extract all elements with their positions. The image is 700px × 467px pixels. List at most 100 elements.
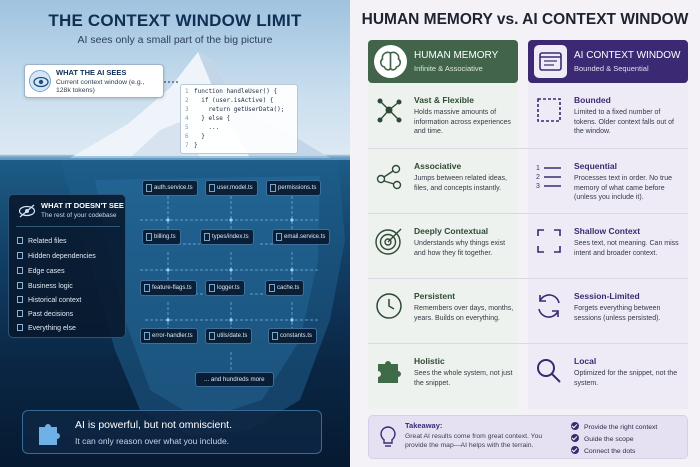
- ai-header-subtitle: Bounded & Sequential: [574, 64, 649, 73]
- human-cell: Vast & Flexible Holds massive amounts of…: [368, 83, 518, 148]
- associative-links-icon: [376, 164, 402, 190]
- what-it-doesnt-see-box: WHAT IT DOESN'T SEE The rest of your cod…: [8, 194, 126, 338]
- takeaway-check: Provide the right context: [571, 422, 657, 431]
- refresh-icon: [538, 294, 560, 318]
- takeaway-desc: Great AI results come from great context…: [405, 433, 543, 449]
- file-node: auth.service.ts: [142, 180, 198, 196]
- human-trait-title: Deeply Contextual: [414, 226, 489, 236]
- takeaway-box: Takeaway: Great AI results come from gre…: [368, 415, 688, 459]
- comparison-panel: HUMAN MEMORY vs. AI CONTEXT WINDOW HUMAN…: [350, 0, 700, 467]
- human-trait-desc: Remembers over days, months, years. Buil…: [414, 305, 514, 322]
- ai-trait-title: Session-Limited: [574, 291, 640, 301]
- omniscience-callout: AI is powerful, but not omniscient. It c…: [22, 410, 322, 454]
- list-item: Edge cases: [17, 267, 65, 277]
- puzzle-icon: [378, 361, 401, 383]
- ai-trait-desc: Limited to a fixed number of tokens. Old…: [574, 109, 674, 135]
- human-cell: Deeply Contextual Understands why things…: [368, 214, 518, 279]
- file-icon: [17, 296, 23, 303]
- comparison-row: Persistent Remembers over days, months, …: [368, 278, 688, 344]
- file-icon: [17, 324, 23, 331]
- svg-text:2: 2: [536, 174, 540, 181]
- doesnt-see-title: WHAT IT DOESN'T SEE: [41, 201, 124, 210]
- target-icon: [375, 228, 402, 255]
- bounded-box-icon: [537, 98, 561, 122]
- file-node: billing.ts: [142, 229, 181, 245]
- ai-header-title: AI CONTEXT WINDOW: [574, 50, 681, 61]
- human-trait-title: Holistic: [414, 356, 445, 366]
- ai-cell: Session-Limited Forgets everything betwe…: [528, 279, 688, 344]
- context-window-panel: THE CONTEXT WINDOW LIMIT AI sees only a …: [0, 0, 350, 467]
- human-trait-title: Associative: [414, 161, 462, 171]
- what-ai-sees-desc: Current context window (e.g., 128k token…: [56, 79, 145, 94]
- human-cell: Holistic Sees the whole system, not just…: [368, 344, 518, 409]
- frame-icon: [537, 229, 561, 253]
- ai-trait-title: Shallow Context: [574, 226, 641, 236]
- ai-context-header: AI CONTEXT WINDOW Bounded & Sequential: [528, 40, 688, 83]
- file-node: error-handler.ts: [140, 328, 198, 344]
- ai-cell: Bounded Limited to a fixed number of tok…: [528, 83, 688, 148]
- comparison-row: Vast & Flexible Holds massive amounts of…: [368, 83, 688, 148]
- left-subtitle: AI sees only a small part of the big pic…: [77, 34, 273, 46]
- ai-trait-desc: Forgets everything between sessions (unl…: [574, 305, 661, 322]
- ai-cell: Local Optimized for the snippet, not the…: [528, 344, 688, 409]
- list-item: Historical context: [17, 296, 81, 306]
- file-node: feature-flags.ts: [140, 280, 197, 296]
- what-ai-sees-box: WHAT THE AI SEES Current context window …: [24, 64, 164, 98]
- comparison-rows: Vast & Flexible Holds massive amounts of…: [368, 83, 688, 410]
- svg-text:3: 3: [536, 183, 540, 190]
- list-item: Related files: [17, 237, 67, 247]
- ai-trait-desc: Optimized for the snippet, not the syste…: [574, 370, 678, 387]
- ai-trait-title: Sequential: [574, 161, 617, 171]
- ai-trait-desc: Sees text, not meaning. Can miss intent …: [574, 240, 679, 257]
- file-node: email.service.ts: [272, 229, 331, 245]
- code-line: 6 }: [185, 133, 205, 140]
- code-line: 7}: [185, 142, 198, 149]
- omniscience-subtitle: It can only reason over what you include…: [75, 436, 230, 446]
- window-icon: [534, 45, 567, 78]
- takeaway-title: Takeaway:: [405, 421, 443, 430]
- ai-trait-title: Local: [574, 356, 597, 366]
- omniscience-title: AI is powerful, but not omniscient.: [75, 419, 232, 431]
- human-trait-title: Vast & Flexible: [414, 95, 474, 105]
- comparison-row: Deeply Contextual Understands why things…: [368, 213, 688, 279]
- divider: [16, 226, 120, 227]
- file-icon: [17, 252, 23, 259]
- file-icon: [17, 267, 23, 274]
- check-icon: [571, 422, 579, 430]
- doesnt-see-subtitle: The rest of your codebase: [41, 212, 117, 219]
- code-line: 3 return getUserData();: [185, 106, 285, 113]
- human-trait-desc: Jumps between related ideas, files, and …: [414, 175, 507, 192]
- human-memory-header: HUMAN MEMORY Infinite & Associative: [368, 40, 518, 83]
- list-item: Hidden dependencies: [17, 252, 96, 262]
- network-icon: [377, 98, 402, 123]
- file-node: types/index.ts: [200, 229, 254, 245]
- human-trait-title: Persistent: [414, 291, 456, 301]
- file-node: utils/date.ts: [205, 328, 253, 344]
- human-cell: Persistent Remembers over days, months, …: [368, 279, 518, 344]
- file-icon: [17, 310, 23, 317]
- file-node: user.model.ts: [205, 180, 258, 196]
- code-line: 2 if (user.isActive) {: [185, 97, 274, 104]
- human-trait-desc: Understands why things exist and how the…: [414, 240, 506, 257]
- code-line: 4 } else {: [185, 115, 231, 122]
- human-trait-desc: Sees the whole system, not just the snip…: [414, 370, 513, 387]
- file-node: permissions.ts: [266, 180, 322, 196]
- human-trait-desc: Holds massive amounts of information acr…: [414, 109, 511, 135]
- left-title: THE CONTEXT WINDOW LIMIT: [48, 11, 302, 30]
- file-icon: [17, 237, 23, 244]
- list-item: Everything else: [17, 324, 76, 334]
- clock-icon: [376, 293, 402, 319]
- ai-trait-title: Bounded: [574, 95, 611, 105]
- human-header-subtitle: Infinite & Associative: [414, 64, 483, 73]
- right-title: HUMAN MEMORY vs. AI CONTEXT WINDOW: [361, 11, 689, 28]
- ai-trait-desc: Processes text in order. No true memory …: [574, 175, 673, 201]
- check-icon: [571, 446, 579, 454]
- human-header-title: HUMAN MEMORY: [414, 50, 499, 61]
- lightbulb-icon: [377, 424, 399, 455]
- eye-slash-icon: [18, 204, 36, 223]
- takeaway-check: Guide the scope: [571, 434, 634, 443]
